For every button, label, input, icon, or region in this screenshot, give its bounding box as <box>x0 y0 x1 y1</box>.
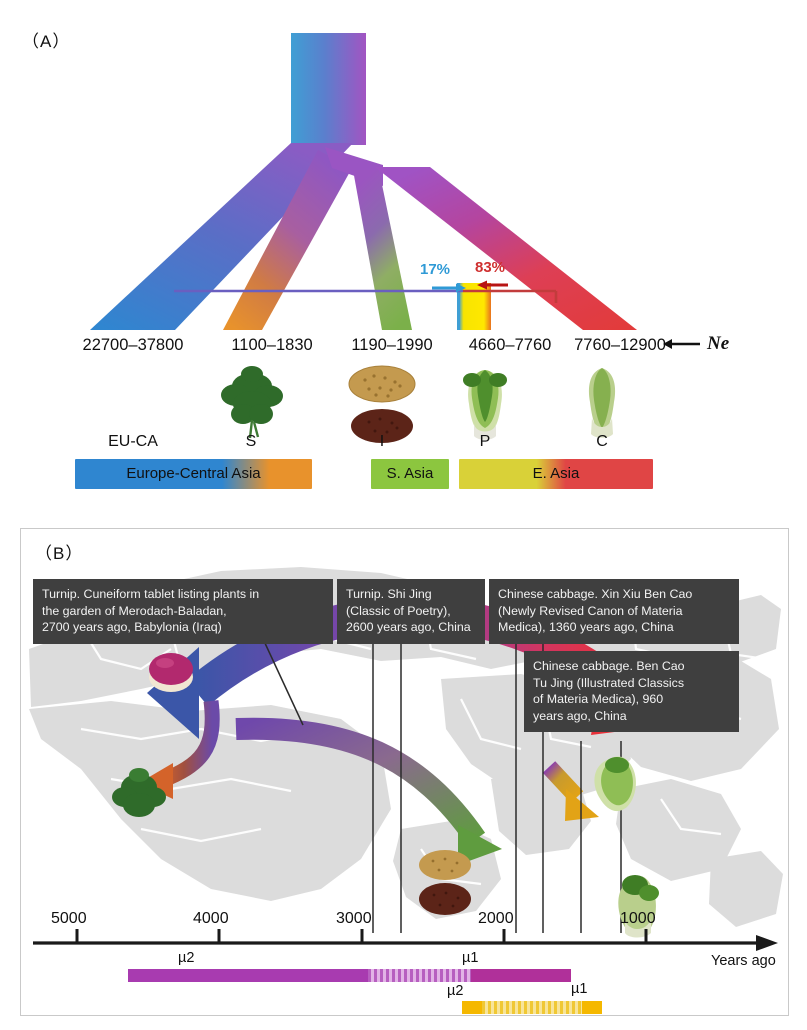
kale-photo-map <box>112 768 166 817</box>
panel-b-label: （B） <box>35 544 84 563</box>
seeds-brown-photo-map <box>419 883 471 915</box>
admixture-arrow-17 <box>432 283 466 293</box>
migration-arrow-ea-body <box>542 761 584 803</box>
callout-turnip-shi-jing-line-2: (Classic of Poetry), <box>346 603 451 618</box>
rate-bar-purple-left <box>128 969 368 982</box>
panel-b: （B） <box>20 528 789 1016</box>
callout-cabbage-ben-cao-tu-jing: Chinese cabbage. Ben Cao Tu Jing (Illust… <box>524 651 739 732</box>
ne-value-eu-ca: 22700–37800 <box>82 336 184 354</box>
taxon-label-s: S <box>245 433 257 450</box>
ne-direction-arrow <box>663 339 700 349</box>
axis-tick-2000: 2000 <box>478 910 514 927</box>
branch-p <box>459 283 491 330</box>
axis-title-years-ago: Years ago <box>711 953 776 969</box>
callout-turnip-cuneiform: Turnip. Cuneiform tablet listing plants … <box>33 579 333 644</box>
taxon-label-eu-ca: EU-CA <box>108 433 158 450</box>
callout-cabbage-xin-xiu-ben-cao-line-1: Chinese cabbage. Xin Xiu Ben Cao <box>498 587 693 601</box>
population-tree-diagram <box>90 33 700 349</box>
legend-europe-central-asia: Europe-Central Asia <box>75 459 312 489</box>
migration-arrow-med-head <box>139 763 173 799</box>
branch-eu-ca <box>90 143 353 330</box>
axis-tick-4000: 4000 <box>193 910 229 927</box>
legend-e-asia: E. Asia <box>459 459 653 489</box>
migration-arrow-south-body <box>235 717 486 846</box>
timeline-axis <box>33 929 778 951</box>
ne-value-p: 4660–7760 <box>468 336 552 354</box>
callout-turnip-shi-jing-line-3: 2600 years ago, China <box>346 620 471 634</box>
taxon-label-i: I <box>379 433 385 450</box>
mu-label-purple-mu2-left: µ2 <box>178 950 195 966</box>
legend-s-asia-label: S. Asia <box>386 465 434 482</box>
seeds-photo <box>348 365 416 443</box>
ne-value-c: 7760–12900 <box>574 336 666 354</box>
callout-turnip-cuneiform-line-3: 2700 years ago, Babylonia (Iraq) <box>42 620 222 634</box>
mu-label-yellow-mu1: µ1 <box>571 981 588 997</box>
branch-i <box>353 170 412 330</box>
rate-bar-yellow-right <box>582 1001 602 1014</box>
chinese-cabbage-photo-map <box>594 756 636 812</box>
mu-label-purple-mu2-below: µ2 <box>447 983 464 999</box>
tree-trunk <box>291 33 366 145</box>
migration-arrow-ea-head <box>565 789 599 821</box>
callout-turnip-cuneiform-line-1: Turnip. Cuneiform tablet listing plants … <box>42 587 260 601</box>
admixture-label-83: 83% <box>475 259 506 276</box>
taxon-label-c: C <box>596 433 608 450</box>
callout-cabbage-ben-cao-tu-jing-line-3: of Materia Medica), 960 <box>533 692 664 706</box>
ne-axis-note: Ne <box>707 333 730 354</box>
migration-arrow-south-head <box>458 825 502 865</box>
pak-choi-photo-map <box>618 875 659 938</box>
taxon-label-p: P <box>479 433 491 450</box>
callout-cabbage-xin-xiu-ben-cao: Chinese cabbage. Xin Xiu Ben Cao (Newly … <box>489 579 739 644</box>
chinese-cabbage-photo <box>463 370 507 440</box>
axis-tick-5000: 5000 <box>51 910 87 927</box>
callout-turnip-shi-jing-line-1: Turnip. Shi Jing <box>346 587 432 601</box>
mu-label-purple-mu1-right: µ1 <box>462 950 479 966</box>
branch-c <box>375 167 637 330</box>
leafy-kale-photo <box>221 366 283 439</box>
admixture-label-17: 17% <box>420 261 451 278</box>
callout-cabbage-ben-cao-tu-jing-line-4: years ago, China <box>533 708 627 723</box>
branch-p-blue-edge <box>457 283 460 330</box>
rate-bar-purple-gradient <box>368 969 471 982</box>
callout-cabbage-ben-cao-tu-jing-line-2: Tu Jing (Illustrated Classics <box>533 675 685 690</box>
seeds-yellow-photo-map <box>419 850 471 880</box>
panel-a: （A） <box>22 32 730 489</box>
pak-choi-photo <box>588 368 616 438</box>
legend-s-asia: S. Asia <box>371 459 449 489</box>
callout-turnip-shi-jing: Turnip. Shi Jing (Classic of Poetry), 26… <box>337 579 485 644</box>
ne-value-i: 1190–1990 <box>351 336 433 354</box>
rate-bar-yellow-gradient <box>482 1001 582 1014</box>
legend-e-asia-label: E. Asia <box>532 465 580 482</box>
callout-cabbage-ben-cao-tu-jing-line-1: Chinese cabbage. Ben Cao <box>533 659 685 673</box>
branch-s <box>223 150 352 330</box>
rate-bar-purple-right <box>471 969 571 982</box>
callout-turnip-cuneiform-line-2: the garden of Merodach-Baladan, <box>42 603 227 618</box>
legend-europe-central-asia-label: Europe-Central Asia <box>126 465 261 482</box>
axis-tick-3000: 3000 <box>336 910 372 927</box>
ne-value-s: 1100–1830 <box>231 336 313 354</box>
axis-tick-1000: 1000 <box>620 910 656 927</box>
rate-bar-yellow-left <box>462 1001 482 1014</box>
admixture-arrow-83 <box>477 280 508 290</box>
callout-cabbage-xin-xiu-ben-cao-line-2: (Newly Revised Canon of Materia <box>498 603 683 618</box>
turnip-photo <box>149 653 193 692</box>
panel-a-label: （A） <box>22 32 71 51</box>
callout-cabbage-xin-xiu-ben-cao-line-3: Medica), 1360 years ago, China <box>498 620 674 634</box>
